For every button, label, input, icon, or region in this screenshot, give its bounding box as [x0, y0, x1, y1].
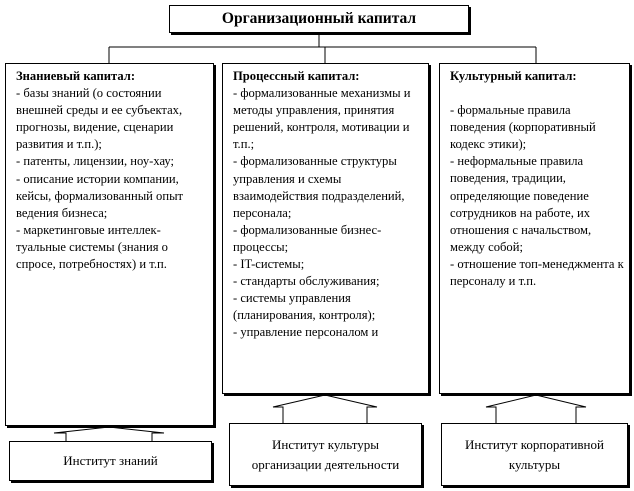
- list-item: - маркетинговые интеллек-туальные систем…: [16, 222, 168, 272]
- list-item: - формальные правила поведения (корпорат…: [450, 103, 596, 152]
- list-item: - формализованные механизмы и методы упр…: [233, 86, 411, 152]
- institute-label: Институт корпоративной культуры: [465, 436, 604, 472]
- list-item: - IT-системы;: [233, 257, 305, 272]
- list-item: - описание истории компании, кейсы, форм…: [16, 171, 184, 220]
- arrow-institute-culture-org: [272, 394, 378, 423]
- process-capital-box: Процессный капитал: - формализованные ме…: [222, 63, 429, 394]
- column-heading: Знаниевый капитал:: [16, 69, 136, 83]
- list-item: - формализованные структуры управления и…: [233, 154, 405, 220]
- knowledge-capital-box: Знаниевый капитал: - базы знаний (о сост…: [5, 63, 214, 426]
- column-heading: Процессный капитал:: [233, 69, 360, 83]
- diagram-title: Организационный капитал: [221, 10, 417, 27]
- institute-label: Институт культуры организации деятельнос…: [251, 436, 400, 472]
- list-item: [450, 85, 625, 102]
- list-item: - управление персоналом и: [233, 325, 379, 340]
- institute-culture-org-box: Институт культуры организации деятельнос…: [229, 423, 422, 486]
- arrow-institute-knowledge: [53, 426, 165, 441]
- list-item: - стандарты обслуживания;: [233, 274, 380, 289]
- list-item: - неформальные правила поведения, традиц…: [450, 154, 592, 254]
- list-item: - формализованные бизнес-процессы;: [233, 222, 382, 254]
- cultural-capital-box: Культурный капитал: - формальные правила…: [439, 63, 630, 394]
- column-heading: Культурный капитал:: [450, 69, 577, 83]
- list-item: - базы знаний (о состоянии внешней среды…: [16, 86, 183, 152]
- list-item: - отношение топ-менеджмента к персоналу …: [450, 256, 624, 289]
- list-item: - системы управления (планирования, конт…: [233, 291, 376, 323]
- arrow-institute-corporate: [485, 394, 587, 423]
- title-box: Организационный капитал: [169, 5, 469, 33]
- institute-knowledge-box: Институт знаний: [9, 441, 212, 481]
- institute-corporate-culture-box: Институт корпоративной культуры: [441, 423, 628, 486]
- list-item: - патенты, лицензии, ноу-хау;: [16, 154, 175, 169]
- institute-label: Институт знаний: [63, 453, 158, 468]
